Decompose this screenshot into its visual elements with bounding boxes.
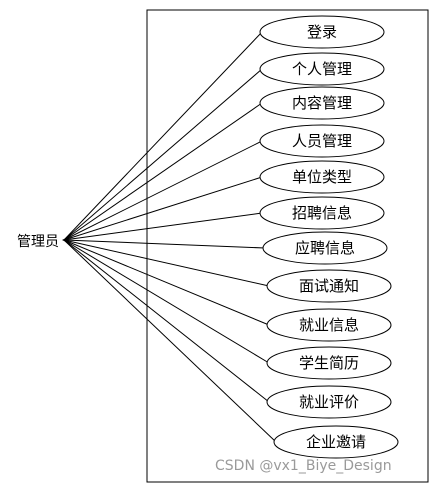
use-case-ellipse xyxy=(259,196,385,230)
use-case: 就业评价 xyxy=(266,385,392,419)
use-case-label: 人员管理 xyxy=(292,132,352,150)
association-line xyxy=(63,102,263,241)
use-case: 人员管理 xyxy=(259,124,385,158)
use-case: 面试通知 xyxy=(266,269,392,303)
association-line xyxy=(63,239,270,326)
association-line xyxy=(63,239,266,249)
use-case-ellipse xyxy=(259,160,385,194)
use-case-label: 招聘信息 xyxy=(292,204,352,222)
use-case-ellipse xyxy=(259,15,385,49)
use-case-ellipse xyxy=(262,231,388,265)
use-case-ellipse xyxy=(266,308,392,342)
use-case-label: 面试通知 xyxy=(299,277,359,295)
association-line xyxy=(63,212,263,241)
use-case-label: 登录 xyxy=(307,23,337,41)
use-case: 招聘信息 xyxy=(259,196,385,230)
use-case-ellipse xyxy=(266,269,392,303)
use-case-label: 企业邀请 xyxy=(306,433,366,451)
use-case-ellipse xyxy=(259,124,385,158)
use-case-label: 学生简历 xyxy=(299,354,359,372)
use-case-ellipse xyxy=(259,86,385,120)
use-case: 学生简历 xyxy=(266,346,392,380)
actor-node-marker xyxy=(62,237,68,243)
system-boundary xyxy=(146,9,429,483)
use-case-label: 应聘信息 xyxy=(295,239,355,257)
use-case-ellipse xyxy=(266,385,392,419)
use-case: 企业邀请 xyxy=(273,425,399,459)
use-case-label: 单位类型 xyxy=(292,168,352,186)
association-line xyxy=(63,31,263,241)
watermark: CSDN @vx1_Biye_Design xyxy=(215,458,392,474)
use-case-ellipse xyxy=(273,425,399,459)
association-lines xyxy=(63,31,277,443)
association-line xyxy=(63,239,270,364)
use-case: 应聘信息 xyxy=(262,231,388,265)
use-case-group: 登录个人管理内容管理人员管理单位类型招聘信息应聘信息面试通知就业信息学生简历就业… xyxy=(259,15,399,459)
association-line xyxy=(63,176,263,241)
use-case: 登录 xyxy=(259,15,385,49)
use-case-label: 就业信息 xyxy=(299,316,359,334)
association-line xyxy=(63,68,263,241)
use-case-ellipse xyxy=(266,346,392,380)
use-case: 就业信息 xyxy=(266,308,392,342)
actor-label: 管理员 xyxy=(17,234,59,250)
use-case: 个人管理 xyxy=(259,52,385,86)
use-case-label: 个人管理 xyxy=(292,60,352,78)
association-line xyxy=(63,239,270,403)
use-case-label: 内容管理 xyxy=(292,94,352,112)
association-line xyxy=(63,140,263,241)
association-line xyxy=(63,239,270,287)
association-line xyxy=(63,239,277,443)
use-case: 内容管理 xyxy=(259,86,385,120)
use-case: 单位类型 xyxy=(259,160,385,194)
use-case-ellipse xyxy=(259,52,385,86)
use-case-label: 就业评价 xyxy=(299,393,359,411)
